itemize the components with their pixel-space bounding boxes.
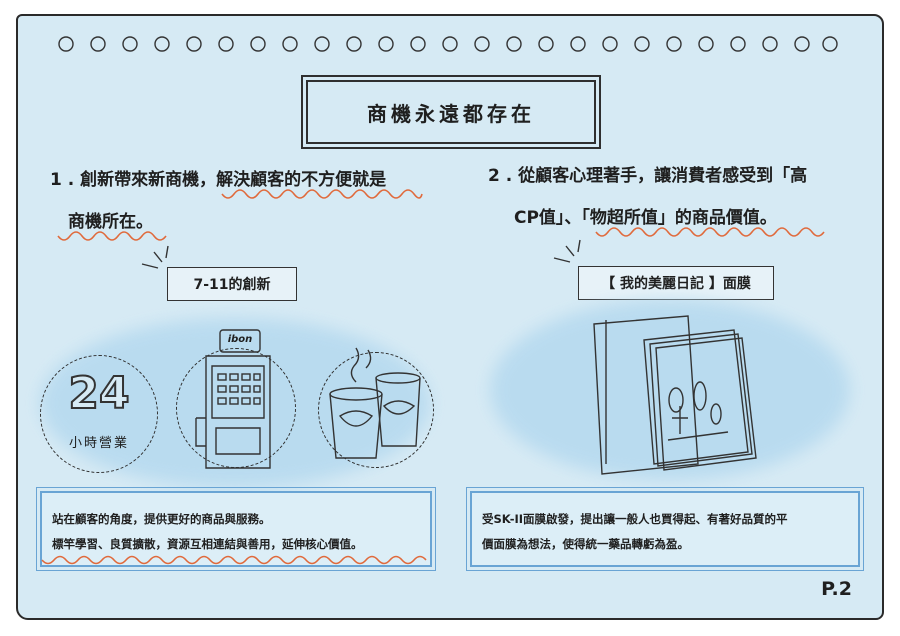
face-mask-package-icon (593, 315, 757, 475)
section2-heading-line1: 2 . 從顧客心理著手，讓消費者感受到「高 (488, 166, 808, 186)
tag-face-mask: 【 我的美麗日記 】面膜 (578, 266, 774, 300)
emphasis-strokes (141, 245, 169, 269)
circle-coffee (318, 352, 434, 468)
note-line: 站在顧客的角度，提供更好的商品與服務。 (52, 512, 271, 526)
ibon-kiosk-icon (195, 329, 271, 469)
coffee-cups-icon (329, 347, 421, 459)
tag-seven-eleven: 7-11的創新 (167, 267, 297, 301)
badge-24: 24 (67, 367, 130, 420)
underline-squiggle (221, 189, 423, 199)
note-box-seven-eleven: 站在顧客的角度，提供更好的商品與服務。 標竿學習、良質擴散，資源互相連結與善用，… (36, 487, 436, 571)
note-line: 標竿學習、良質擴散，資源互相連結與善用，延伸核心價值。 (52, 537, 363, 551)
section1-heading-line1: 1 . 創新帶來新商機，解決顧客的不方便就是 (50, 170, 387, 190)
underline-squiggle (41, 555, 427, 565)
note-box-face-mask: 受SK-II面膜啟發，提出讓一般人也買得起、有著好品質的平 價面膜為想法，使得統… (466, 487, 864, 571)
watercolor-splash (490, 300, 850, 480)
kiosk-label: ibon (227, 334, 253, 345)
page-number: P.2 (821, 578, 852, 600)
section1-heading-line2: 商機所在。 (68, 212, 153, 232)
page-title: 商機永遠都存在 (301, 75, 601, 149)
section2-heading-line2: CP值」、「物超所值」的商品價值。 (514, 208, 777, 228)
binder-holes (58, 36, 838, 52)
badge-24-text: 小時營業 (68, 436, 129, 451)
underline-squiggle (57, 231, 167, 241)
note-line: 受SK-II面膜啟發，提出讓一般人也買得起、有著好品質的平 (482, 512, 788, 526)
note-line: 價面膜為想法，使得統一藥品轉虧為盈。 (482, 537, 689, 551)
underline-squiggle (595, 227, 825, 237)
emphasis-strokes (553, 239, 581, 263)
circle-24-hours (40, 355, 158, 473)
